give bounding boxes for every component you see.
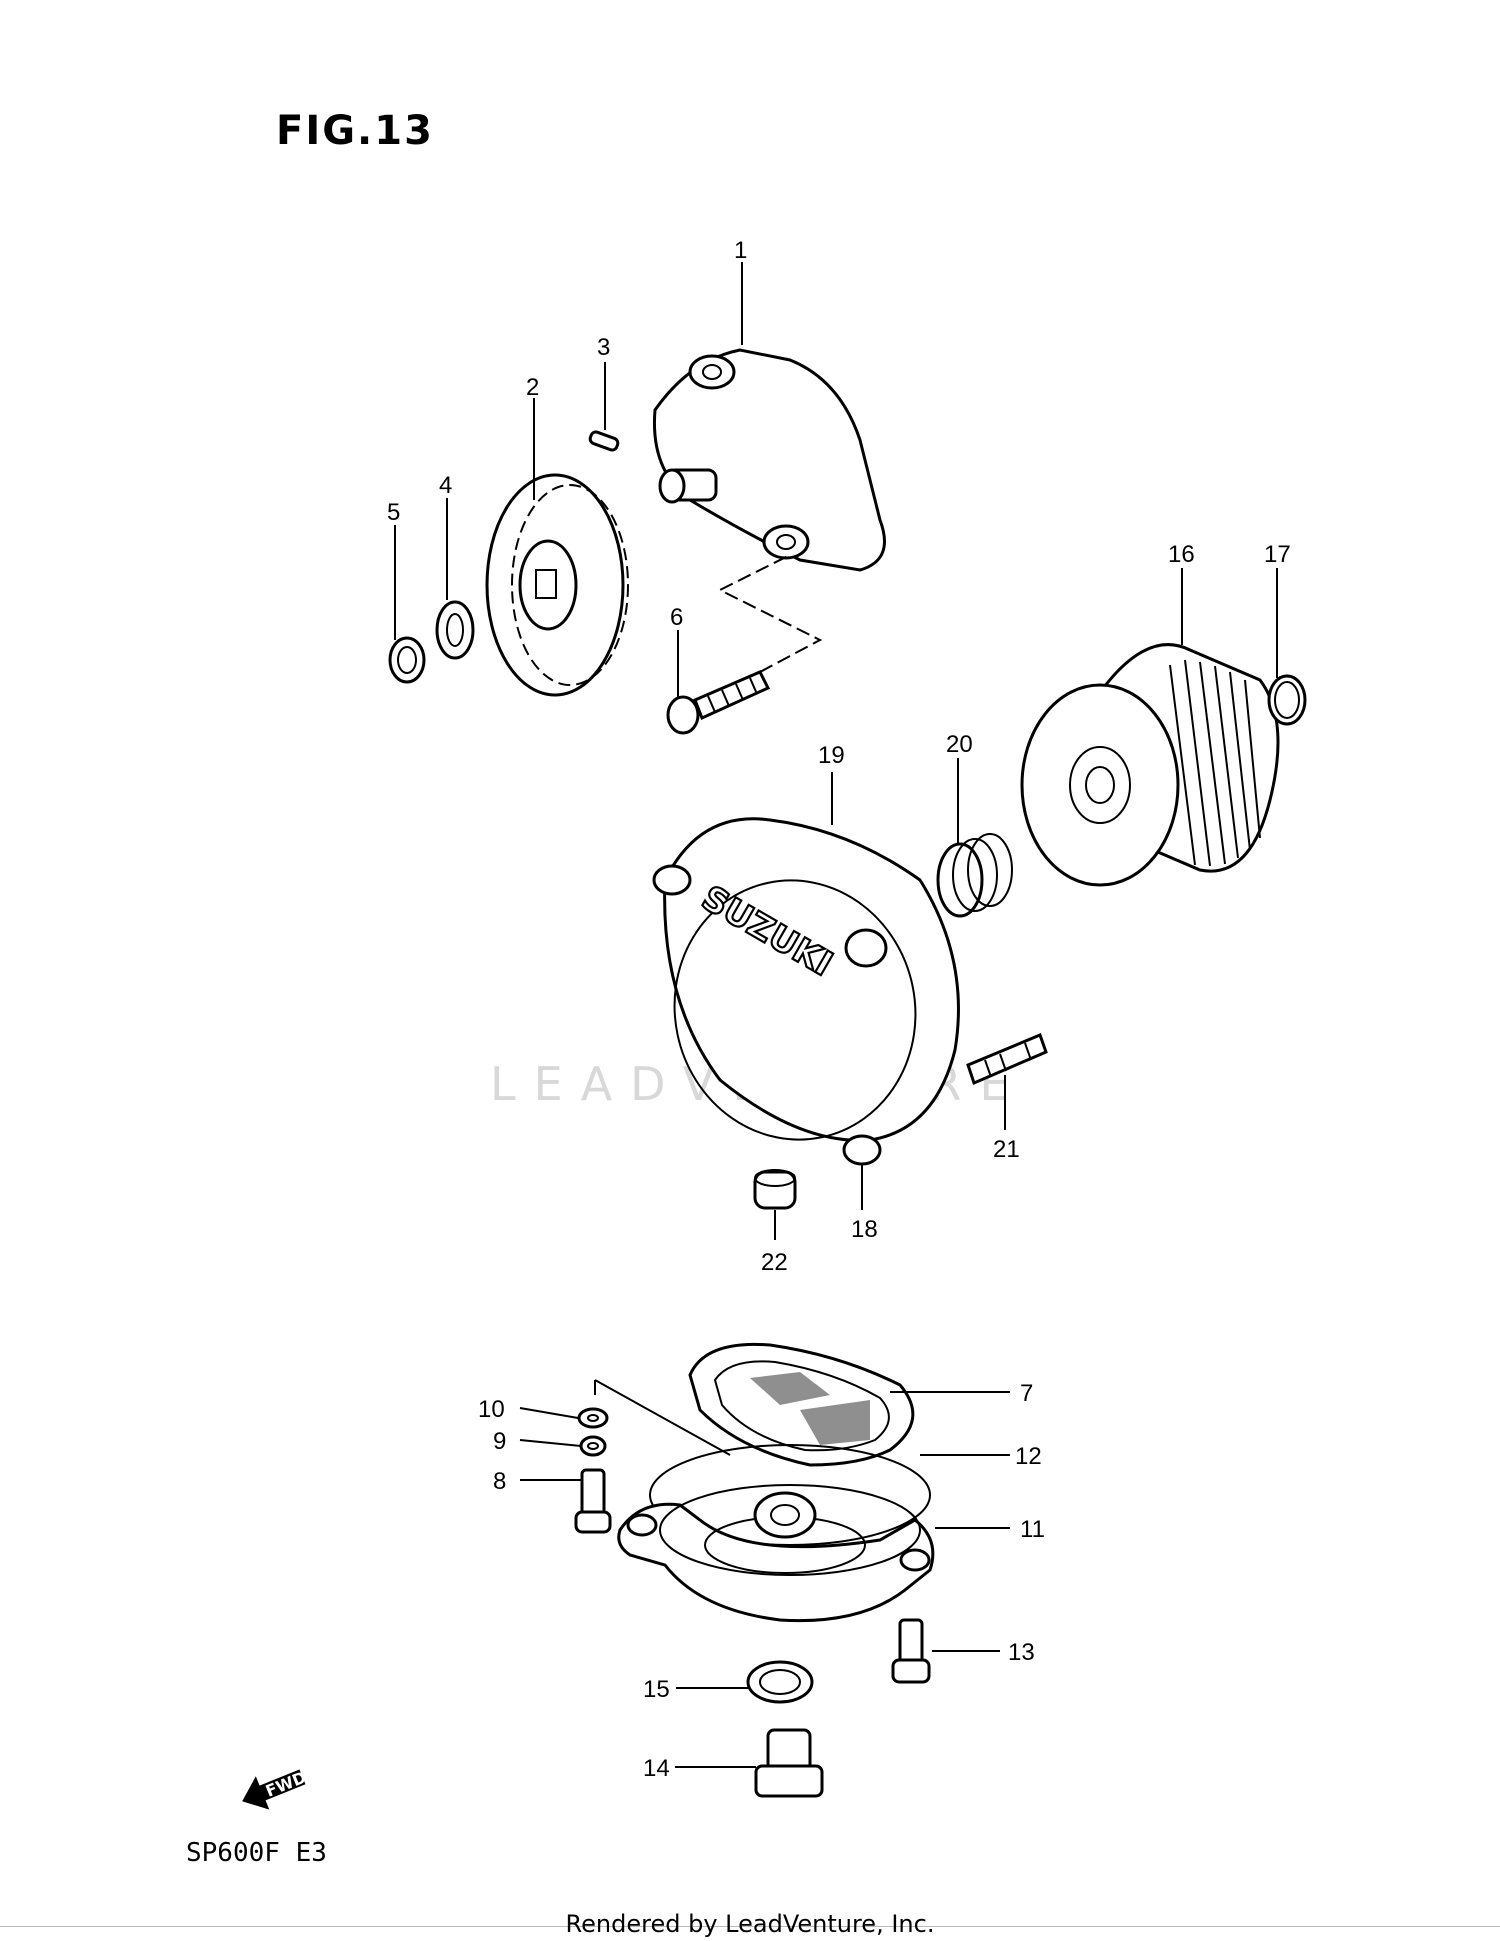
callout-22: 22 bbox=[761, 1249, 788, 1276]
lock-washer-part-9 bbox=[579, 1435, 607, 1457]
callout-2: 2 bbox=[526, 374, 539, 401]
circlip-part-5 bbox=[388, 636, 426, 684]
callout-13: 13 bbox=[1008, 1639, 1035, 1666]
callout-18: 18 bbox=[851, 1216, 878, 1243]
fwd-arrow: FWD bbox=[242, 1767, 309, 1810]
stud-part-21 bbox=[966, 1033, 1048, 1086]
figure-title: FIG.13 bbox=[276, 108, 434, 154]
model-code: SP600F E3 bbox=[186, 1838, 327, 1868]
callout-11: 11 bbox=[1020, 1516, 1045, 1543]
footer-credit: Rendered by LeadVenture, Inc. bbox=[565, 1910, 935, 1938]
cap-nut-part-22 bbox=[753, 1169, 797, 1210]
footer-divider bbox=[0, 1926, 1500, 1927]
arrow-left-icon bbox=[242, 1769, 306, 1810]
callout-15: 15 bbox=[643, 1676, 670, 1703]
o-ring-part-17 bbox=[1267, 674, 1307, 726]
callout-14: 14 bbox=[643, 1755, 670, 1782]
callout-16: 16 bbox=[1168, 541, 1195, 568]
fwd-label: FWD bbox=[263, 1767, 309, 1800]
bolt-part-13 bbox=[891, 1618, 931, 1684]
washer-part-10 bbox=[577, 1407, 609, 1429]
callout-20: 20 bbox=[946, 731, 973, 758]
gear-part-2 bbox=[485, 473, 629, 697]
bolt-part-8 bbox=[574, 1468, 612, 1534]
drain-plug-part-14 bbox=[754, 1728, 824, 1798]
gasket-part-7 bbox=[688, 1342, 915, 1467]
spring-part-20 bbox=[936, 833, 1013, 918]
oil-pan-part-11 bbox=[617, 1484, 935, 1623]
leader-lines bbox=[394, 262, 1278, 1768]
callout-5: 5 bbox=[387, 499, 400, 526]
callout-1: 1 bbox=[734, 237, 747, 264]
callout-21: 21 bbox=[993, 1136, 1020, 1163]
callout-12: 12 bbox=[1015, 1443, 1042, 1470]
washer-part-4 bbox=[435, 600, 475, 660]
callout-8: 8 bbox=[493, 1468, 506, 1495]
callout-17: 17 bbox=[1264, 541, 1291, 568]
pin-part-3 bbox=[588, 430, 620, 452]
callout-7: 7 bbox=[1020, 1380, 1033, 1407]
oil-filter-part-16 bbox=[1020, 643, 1280, 887]
washer-part-15 bbox=[746, 1660, 814, 1704]
oil-pump-part-1 bbox=[652, 348, 886, 572]
callout-6: 6 bbox=[670, 604, 683, 631]
callout-4: 4 bbox=[439, 472, 452, 499]
callout-labels: 1 2 3 4 5 6 7 8 9 10 11 12 13 14 15 16 1… bbox=[387, 237, 1291, 1782]
callout-10: 10 bbox=[478, 1396, 505, 1423]
callout-9: 9 bbox=[493, 1428, 506, 1455]
callout-19: 19 bbox=[818, 742, 845, 769]
filter-cover-part-19: SUZUKI bbox=[652, 817, 960, 1166]
screw-part-6 bbox=[666, 670, 771, 735]
callout-3: 3 bbox=[597, 334, 610, 361]
